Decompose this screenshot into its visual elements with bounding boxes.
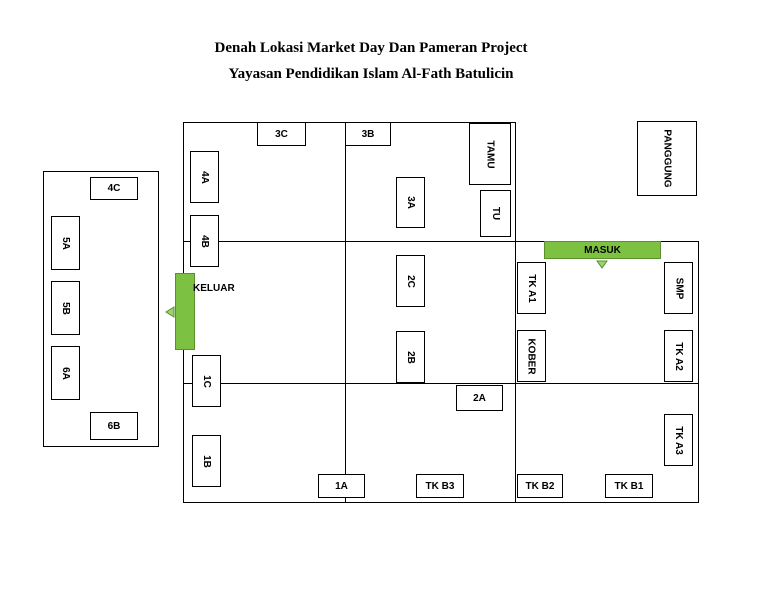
stall-2a: 2A <box>456 385 503 411</box>
stall-tk-b2: TK B2 <box>517 474 563 498</box>
entrance-arrow-icon <box>596 260 608 269</box>
stall-tu: TU <box>480 190 511 237</box>
stall-4c: 4C <box>90 177 138 200</box>
stall-4a: 4A <box>190 151 219 203</box>
stall-tk-a1: TK A1 <box>517 262 546 314</box>
stall-4b: 4B <box>190 215 219 267</box>
map-subtitle: Yayasan Pendidikan Islam Al-Fath Batulic… <box>228 66 514 82</box>
stall-1b: 1B <box>192 435 221 487</box>
stall-3c: 3C <box>257 122 306 146</box>
stall-5a: 5A <box>51 216 80 270</box>
map-title: Denah Lokasi Market Day Dan Pameran Proj… <box>214 40 528 56</box>
stall-6a: 6A <box>51 346 80 400</box>
stall-3a: 3A <box>396 177 425 228</box>
stall-2b: 2B <box>396 331 425 383</box>
gate-keluar <box>175 273 195 350</box>
stall-6b: 6B <box>90 412 138 440</box>
stall-smp: SMP <box>664 262 693 314</box>
grid-line-horizontal-bottom <box>183 383 699 384</box>
stall-3b: 3B <box>345 122 391 146</box>
stall-tk-a3: TK A3 <box>664 414 693 466</box>
grid-line-vertical <box>345 122 346 503</box>
exit-arrow-icon <box>165 306 175 318</box>
stall-tk-b3: TK B3 <box>416 474 464 498</box>
stall-5b: 5B <box>51 281 80 335</box>
stall-2c: 2C <box>396 255 425 307</box>
stall-kober: KOBER <box>517 330 546 382</box>
main-area <box>183 122 516 503</box>
stall-1c: 1C <box>192 355 221 407</box>
stall-tamu: TAMU <box>469 123 511 185</box>
stall-tk-a2: TK A2 <box>664 330 693 382</box>
gate-keluar-label: KELUAR <box>193 283 235 294</box>
stall-1a: 1A <box>318 474 365 498</box>
stall-panggung: PANGGUNG <box>637 121 697 196</box>
grid-line-horizontal-top <box>183 241 516 242</box>
stall-tk-b1: TK B1 <box>605 474 653 498</box>
left-area <box>43 171 159 447</box>
gate-masuk: MASUK <box>544 241 661 259</box>
